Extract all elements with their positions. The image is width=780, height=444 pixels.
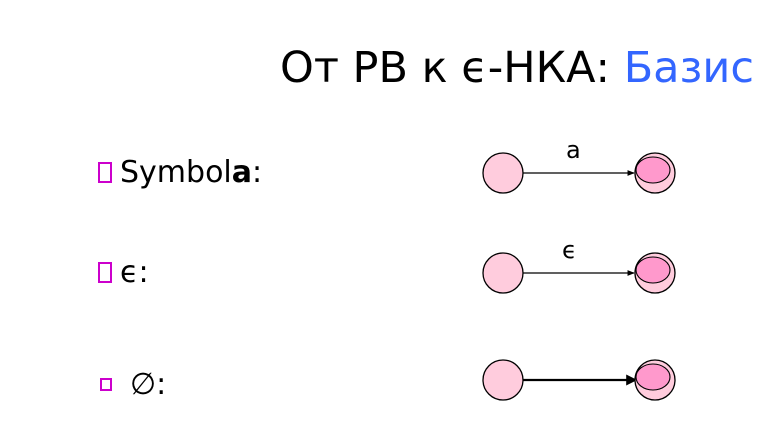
- transition-label: a: [566, 136, 581, 164]
- bullet-square-icon: [98, 261, 112, 283]
- title-main: От РВ к ϵ-НКА:: [279, 43, 624, 93]
- automaton-empty-set: [482, 359, 676, 401]
- bullet-epsilon: ϵ:: [98, 252, 149, 292]
- slide-title: От РВ к ϵ-НКА: Базис: [0, 42, 754, 94]
- automaton-epsilon: ϵ: [482, 236, 676, 294]
- bullet-symbol: Symbol a:: [98, 152, 262, 192]
- bullet-symbol-prefix: Symbol: [120, 154, 232, 190]
- bullet-symbol-suffix: :: [252, 154, 263, 190]
- bullet-empty-label: ∅:: [130, 366, 167, 402]
- accepting-state: [634, 152, 676, 194]
- automaton-symbol: a: [482, 136, 676, 194]
- start-state: [482, 152, 524, 194]
- accepting-state: [634, 252, 676, 294]
- bullet-square-icon: [98, 161, 112, 183]
- accepting-state: [634, 359, 676, 401]
- title-accent: Базис: [623, 43, 754, 93]
- start-state: [482, 359, 524, 401]
- bullet-empty: ∅:: [98, 364, 166, 404]
- start-state: [482, 252, 524, 294]
- transition-label: ϵ: [562, 236, 577, 264]
- bullet-square-icon: [100, 377, 112, 391]
- bullet-symbol-bold: a: [231, 154, 253, 190]
- bullet-epsilon-label: ϵ:: [120, 254, 149, 290]
